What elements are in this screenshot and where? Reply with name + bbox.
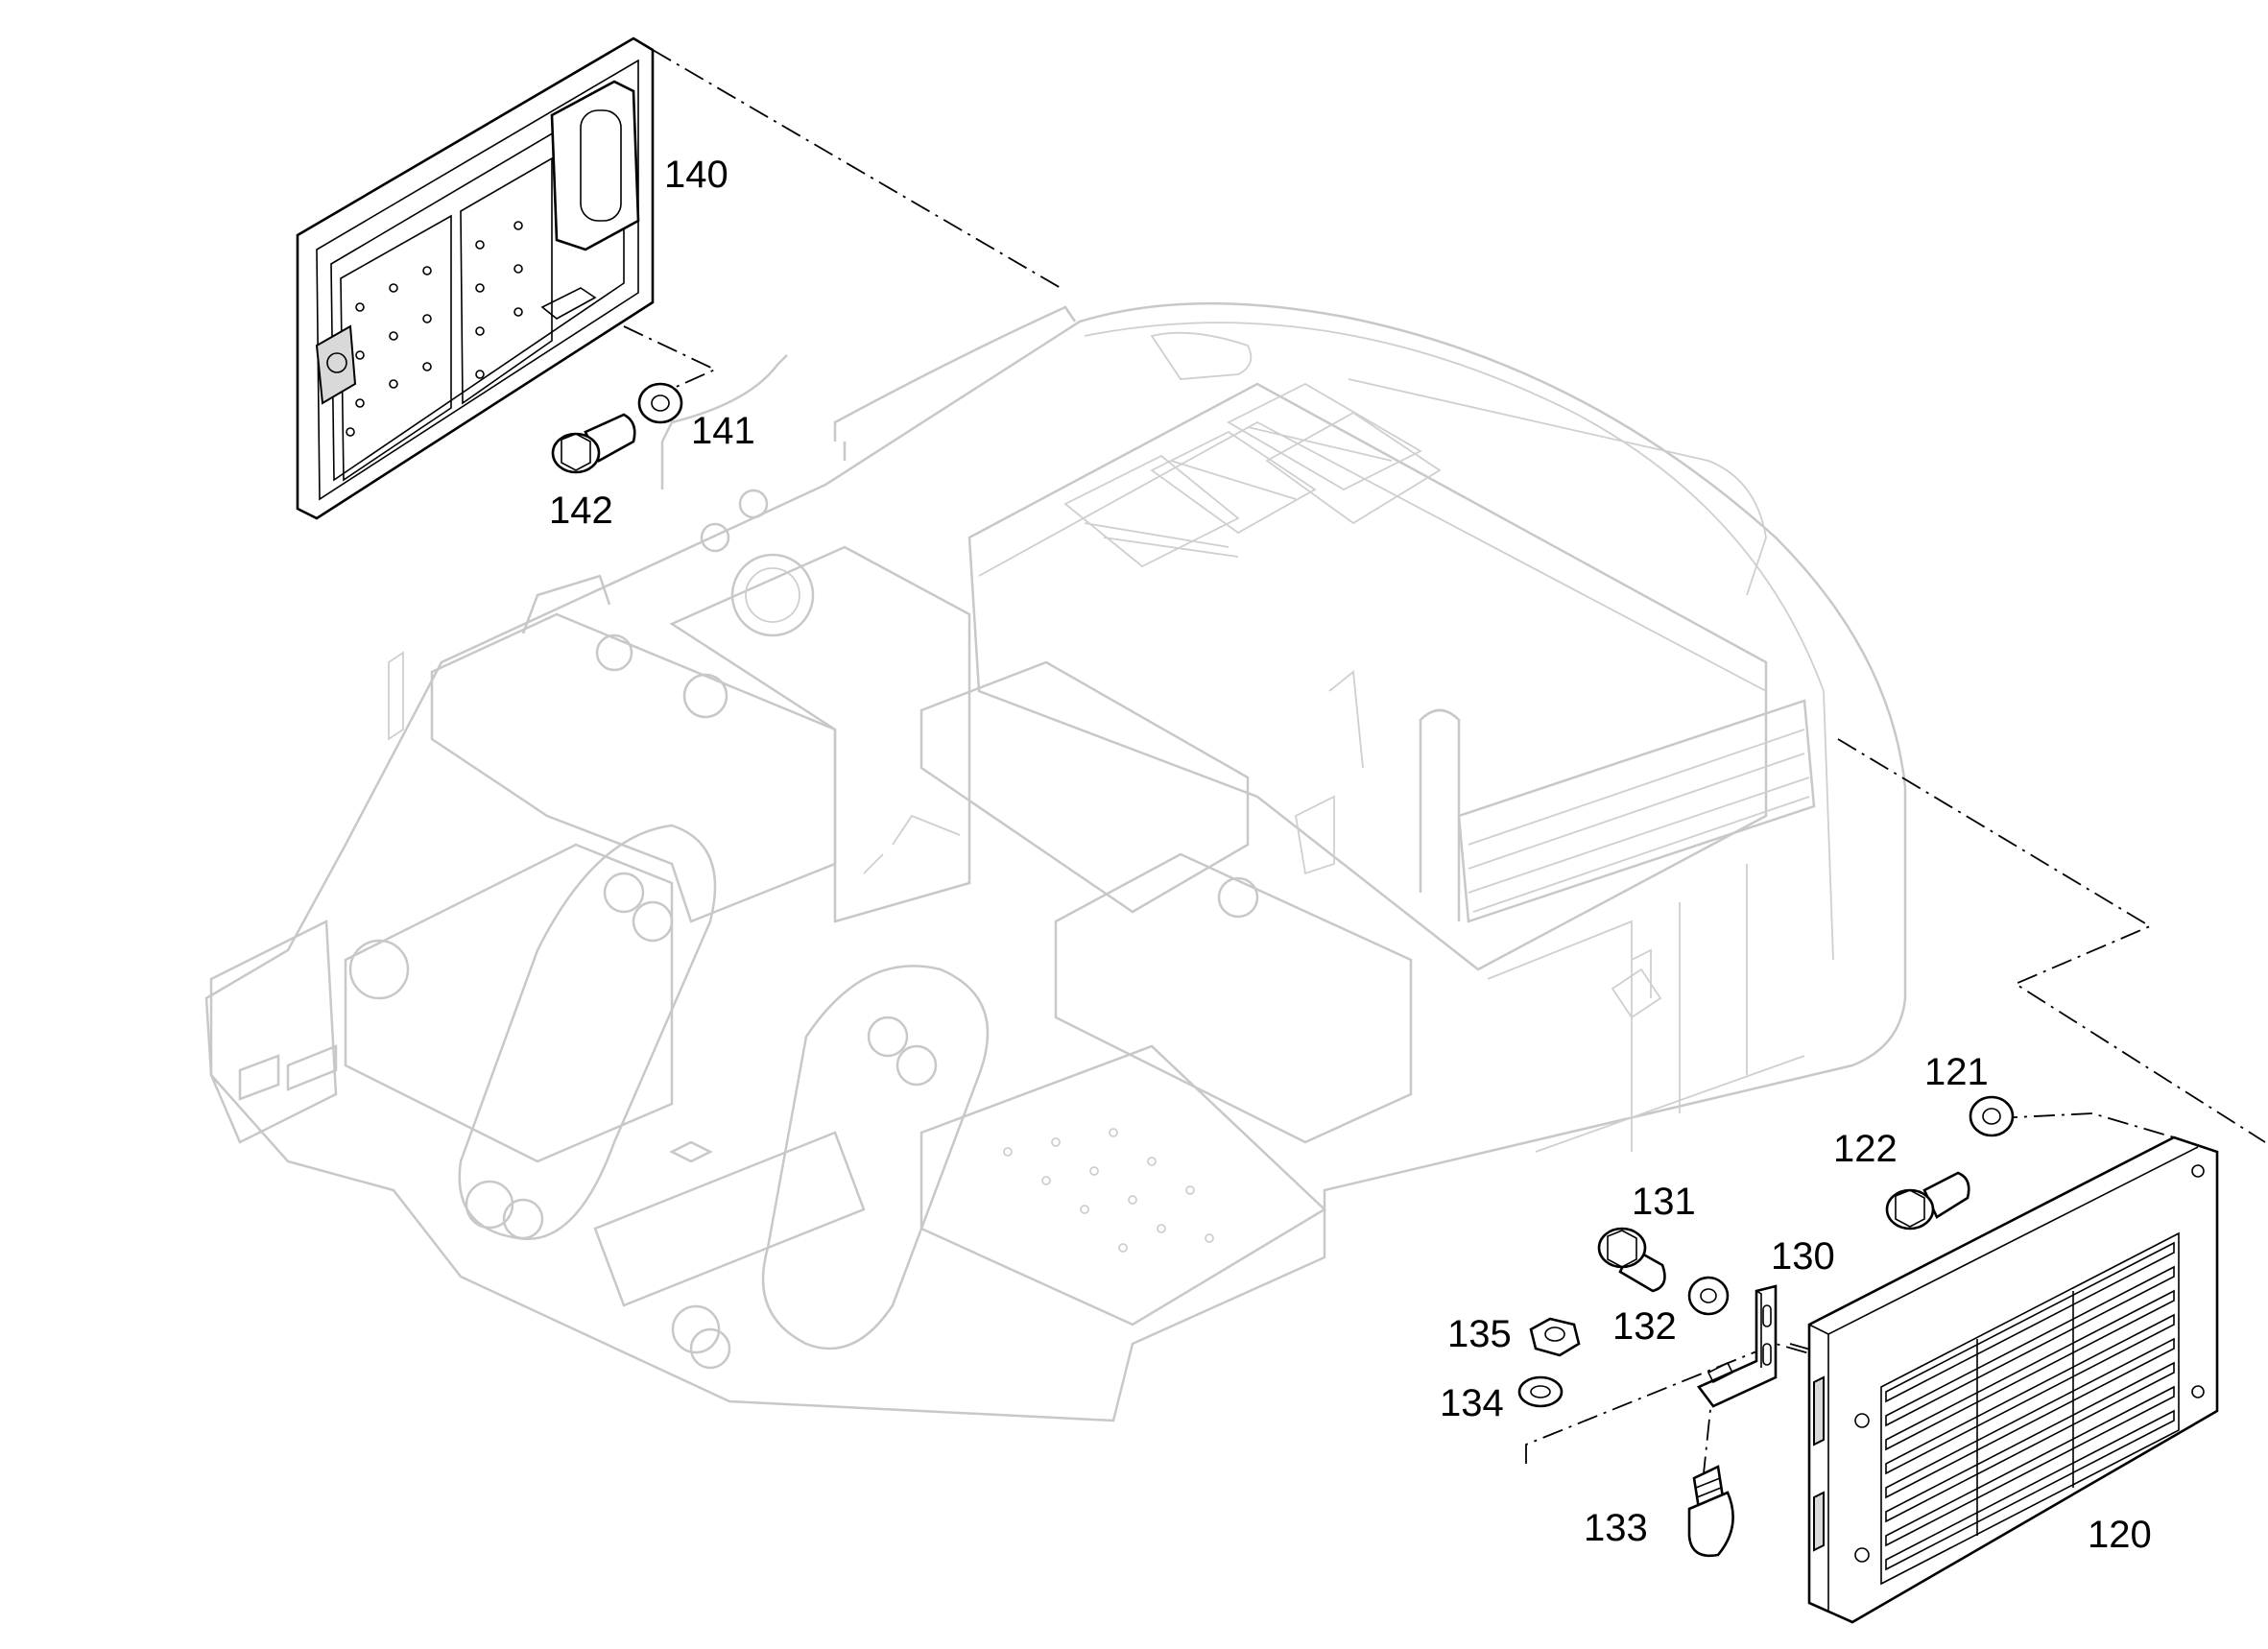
callout-130: 130 (1771, 1235, 1835, 1278)
callout-133: 133 (1584, 1507, 1648, 1549)
part-133-rubber-stopper: 133 (1584, 1465, 1734, 1558)
part-142-hex-bolt: 142 (549, 413, 636, 532)
part-134-washer: 134 (1440, 1375, 1564, 1424)
part-132-washer: 132 (1612, 1276, 1730, 1348)
callout-120: 120 (2088, 1514, 2152, 1556)
callout-142: 142 (549, 490, 613, 532)
callout-121: 121 (1924, 1051, 1989, 1093)
callout-141: 141 (691, 410, 755, 452)
part-135-hex-nut: 135 (1447, 1313, 1581, 1357)
part-120-grille-panel: 120 (1807, 1135, 2219, 1624)
callout-132: 132 (1612, 1305, 1677, 1348)
callout-140: 140 (664, 154, 728, 196)
part-131-hex-bolt: 131 (1597, 1181, 1696, 1293)
part-121-washer: 121 (1924, 1051, 2015, 1137)
part-141-washer: 141 (637, 382, 755, 452)
callout-135: 135 (1447, 1313, 1512, 1355)
callout-122: 122 (1833, 1128, 1898, 1170)
callout-131: 131 (1632, 1181, 1696, 1223)
callout-134: 134 (1440, 1382, 1504, 1424)
part-130-mounting-bracket: 130 (1696, 1235, 1835, 1408)
upper-frame-assembly (204, 301, 1907, 1422)
part-140-access-panel: 140 (296, 36, 728, 520)
part-122-hex-bolt: 122 (1833, 1128, 1970, 1231)
